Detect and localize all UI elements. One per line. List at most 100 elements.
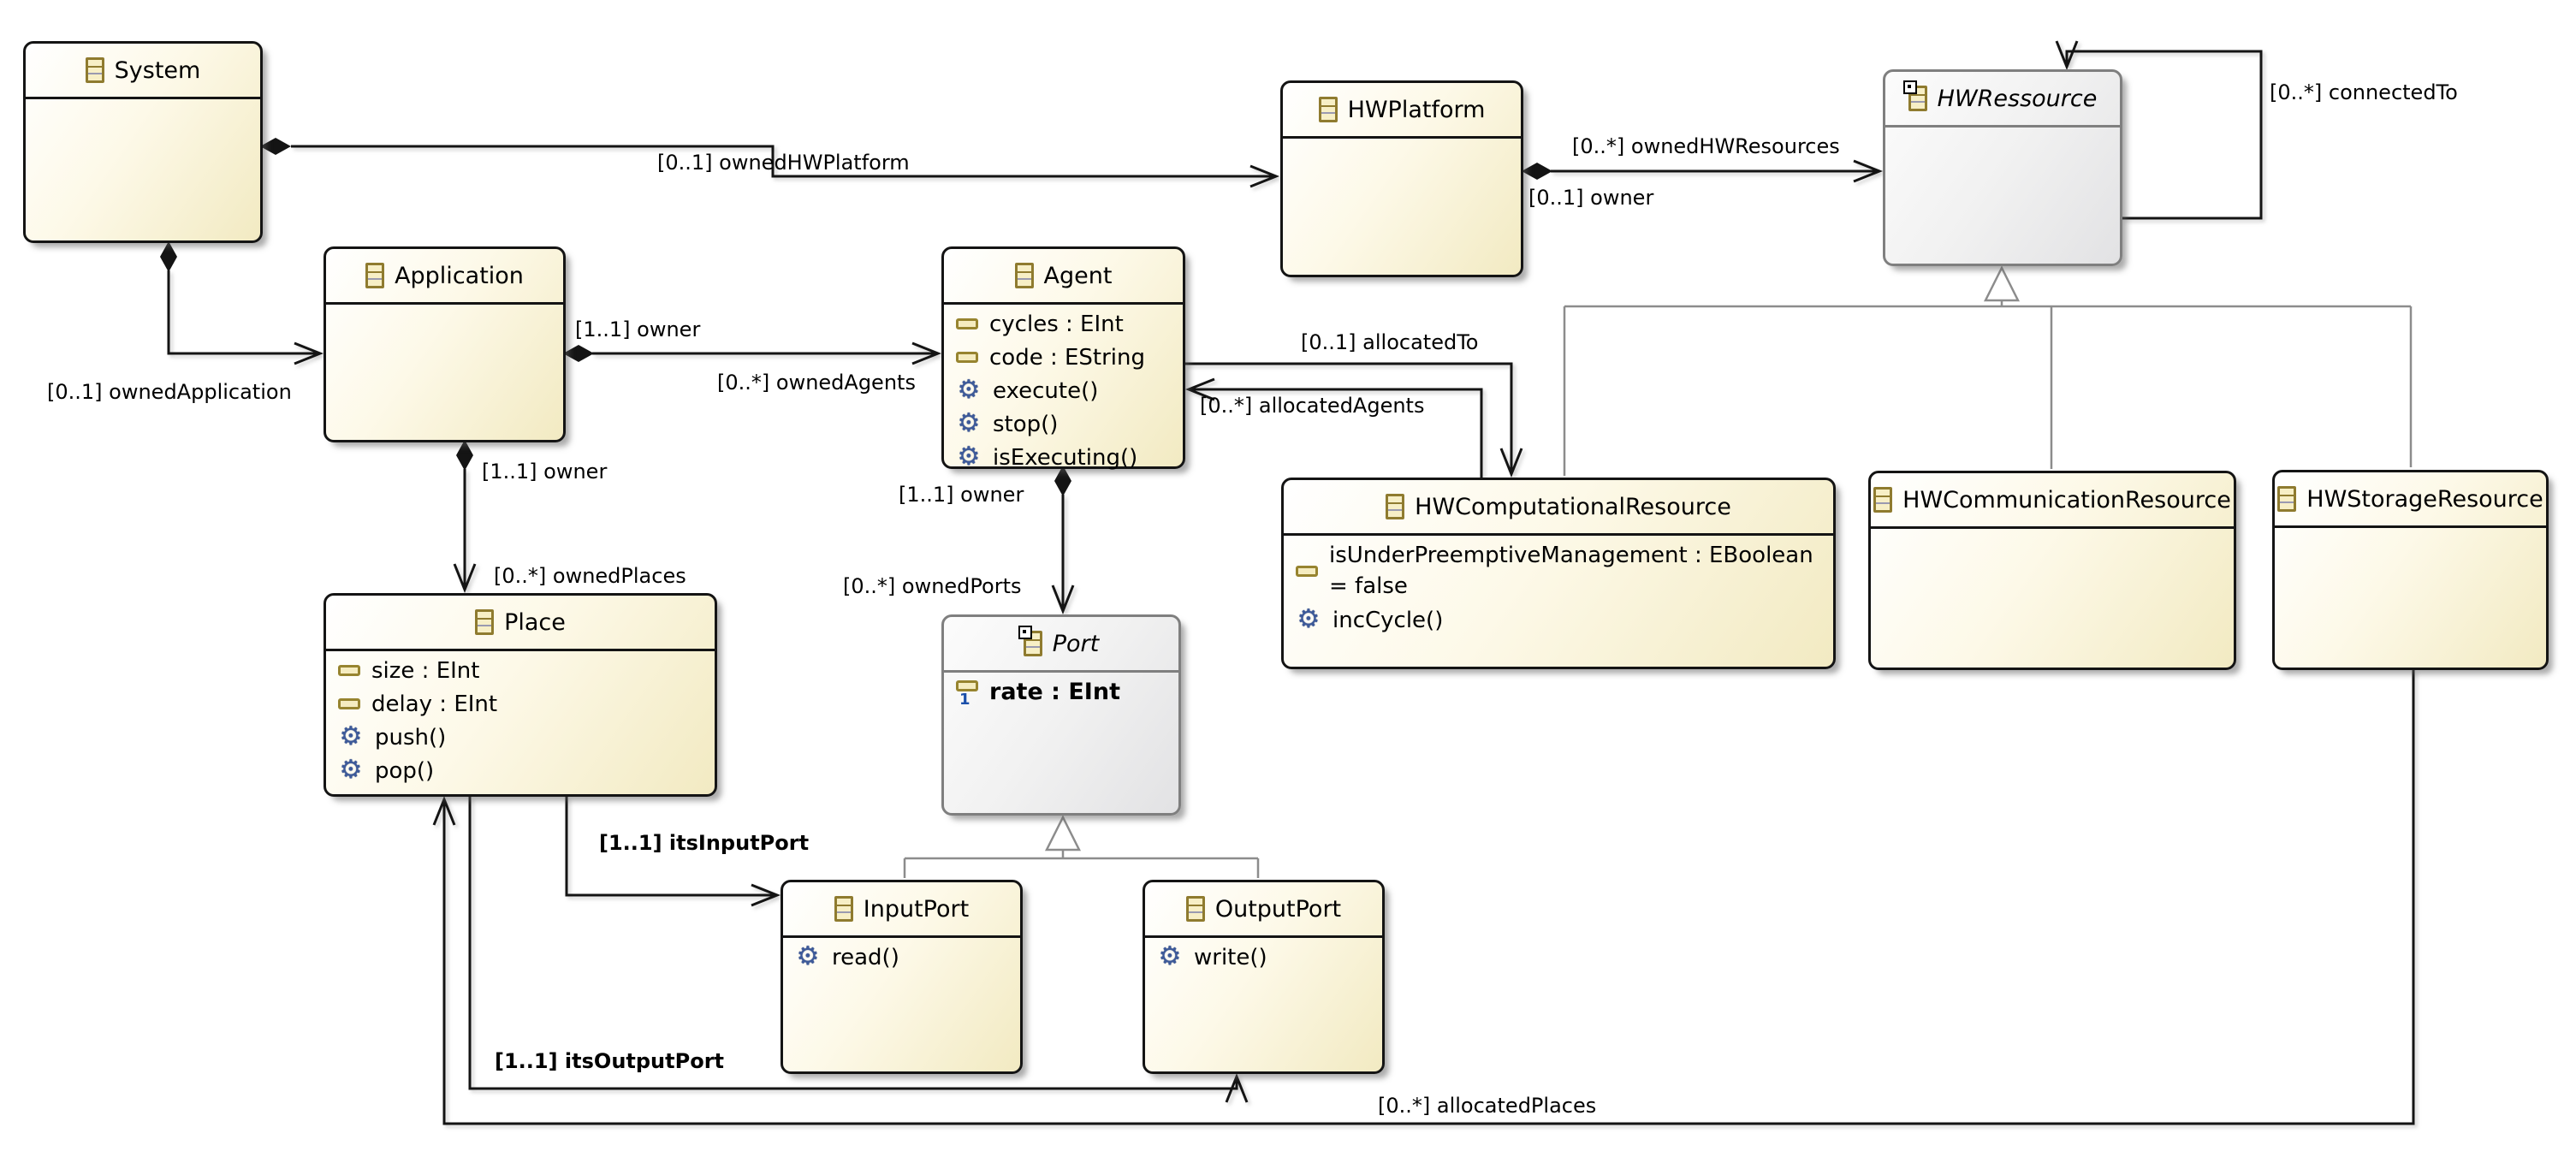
edge-label-ownedHWPlatform[interactable]: [0..1] ownedHWPlatform — [657, 151, 910, 175]
eclass-icon — [2277, 486, 2297, 512]
class-header: Application — [326, 249, 563, 305]
association-edges[interactable] — [167, 40, 2415, 1125]
operation-row[interactable]: stop() — [944, 407, 1183, 441]
gear-icon — [956, 411, 982, 437]
eclass-icon — [1185, 896, 1205, 922]
operation-text: incCycle() — [1333, 607, 1444, 633]
operation-text: isExecuting() — [993, 444, 1138, 471]
gear-icon — [795, 944, 821, 970]
attribute-row[interactable]: rate : EInt — [944, 675, 1178, 709]
eclass-icon — [1386, 494, 1405, 519]
class-title: System — [114, 56, 201, 84]
class-header: Port — [944, 617, 1178, 673]
eclass-icon — [85, 57, 104, 83]
class-port[interactable]: Port rate : EInt — [941, 614, 1181, 816]
class-application[interactable]: Application — [323, 246, 566, 442]
operation-row[interactable]: pop() — [326, 754, 715, 787]
arrowhead-ownedHWPlatform — [1249, 164, 1280, 188]
edge-label-ownedPlaces[interactable]: [0..*] ownedPlaces — [494, 564, 686, 588]
arrowhead-ownedAgents — [911, 341, 942, 365]
gear-icon — [1296, 607, 1321, 633]
class-header: HWPlatform — [1283, 83, 1521, 139]
class-hwcomputationalresource[interactable]: HWComputationalResource isUnderPreemptiv… — [1281, 478, 1836, 669]
abstract-eclass-icon — [1018, 626, 1042, 656]
class-title: HWStorageResource — [2306, 485, 2543, 513]
edge-generalization-hwressource[interactable] — [1563, 300, 2413, 476]
edge-label-allocatedAgents[interactable]: [0..*] allocatedAgents — [1200, 394, 1425, 418]
operation-row[interactable]: execute() — [944, 374, 1183, 407]
containment-diamonds — [160, 138, 1552, 496]
eclass-icon — [1014, 263, 1034, 288]
edge-label-itsInputPort[interactable]: [1..1] itsInputPort — [599, 831, 810, 855]
eattribute-icon — [956, 318, 978, 329]
attribute-text: size : EInt — [371, 657, 480, 684]
class-outputport[interactable]: OutputPort write() — [1143, 880, 1385, 1074]
class-system[interactable]: System — [23, 41, 263, 243]
class-header: HWRessource — [1885, 72, 2120, 128]
edge-label-owner-port[interactable]: [1..1] owner — [899, 483, 1024, 507]
operation-row[interactable]: read() — [783, 941, 1020, 974]
class-title: Place — [504, 608, 566, 636]
gear-icon — [956, 377, 982, 404]
gear-icon — [956, 444, 982, 471]
edge-generalization-port[interactable] — [903, 850, 1260, 878]
attribute-row[interactable]: cycles : EInt — [944, 307, 1183, 341]
class-title: InputPort — [863, 895, 970, 923]
edge-label-ownedApplication[interactable]: [0..1] ownedApplication — [47, 380, 292, 404]
attribute-row[interactable]: delay : EInt — [326, 687, 715, 721]
operation-row[interactable]: push() — [326, 721, 715, 754]
operation-row[interactable]: isExecuting() — [944, 441, 1183, 474]
gear-icon — [338, 757, 364, 784]
class-hwstorageresource[interactable]: HWStorageResource — [2272, 470, 2549, 670]
class-header: InputPort — [783, 882, 1020, 938]
class-inputport[interactable]: InputPort read() — [781, 880, 1023, 1074]
edge-ownedHWPlatform[interactable] — [291, 145, 1274, 178]
edge-label-owner-place[interactable]: [1..1] owner — [482, 460, 608, 484]
edge-label-itsOutputPort[interactable]: [1..1] itsOutputPort — [495, 1049, 724, 1073]
edge-allocatedPlaces[interactable] — [442, 670, 2415, 1125]
class-header: Place — [326, 596, 715, 651]
attribute-row[interactable]: isUnderPreemptiveManagement : EBoolean =… — [1284, 538, 1833, 603]
operation-text: pop() — [375, 757, 435, 784]
edge-itsInputPort[interactable] — [565, 797, 775, 897]
class-title: OutputPort — [1214, 895, 1342, 923]
edge-allocatedAgents[interactable] — [1190, 388, 1483, 478]
edge-itsOutputPort[interactable] — [468, 797, 1238, 1090]
edge-ownedApplication[interactable] — [167, 270, 318, 355]
class-hwplatform[interactable]: HWPlatform — [1280, 80, 1523, 277]
arrowhead-ownedPorts — [1051, 584, 1075, 615]
class-hwcommunicationresource[interactable]: HWCommunicationResource — [1868, 471, 2236, 670]
edge-label-allocatedPlaces[interactable]: [0..*] allocatedPlaces — [1378, 1094, 1597, 1118]
operation-row[interactable]: incCycle() — [1284, 603, 1833, 637]
class-members: size : EInt delay : EInt push() pop() — [326, 651, 715, 787]
eattribute-icon — [338, 698, 360, 709]
diamond-ownedHWPlatform — [260, 138, 291, 155]
attribute-row[interactable]: size : EInt — [326, 654, 715, 687]
eattribute-icon — [1296, 565, 1318, 577]
operation-text: stop() — [993, 411, 1059, 437]
arrowhead-allocatedTo — [1499, 448, 1523, 478]
arrowhead-allocatedAgents — [1184, 377, 1215, 401]
edge-connectedTo-selfloop[interactable] — [2065, 50, 2263, 220]
class-hwressource[interactable]: HWRessource — [1883, 69, 2122, 266]
edge-label-owner-agent[interactable]: [1..1] owner — [575, 317, 701, 341]
edge-label-owner-hwplatform[interactable]: [0..1] owner — [1528, 186, 1654, 210]
arrowhead-ownedPlaces — [453, 563, 477, 594]
edge-label-connectedTo[interactable]: [0..*] connectedTo — [2270, 80, 2458, 104]
eclass-icon — [365, 263, 385, 288]
edge-label-ownedAgents[interactable]: [0..*] ownedAgents — [717, 371, 916, 395]
class-agent[interactable]: Agent cycles : EInt code : EString execu… — [941, 246, 1185, 471]
class-place[interactable]: Place size : EInt delay : EInt push() po… — [323, 593, 717, 797]
edge-allocatedTo[interactable] — [1185, 362, 1513, 472]
operation-row[interactable]: write() — [1145, 941, 1382, 974]
gear-icon — [338, 724, 364, 751]
attribute-row[interactable]: code : EString — [944, 341, 1183, 374]
class-members: read() — [783, 938, 1020, 974]
generalization-edges[interactable] — [903, 265, 2413, 878]
arrowhead-connectedTo — [2055, 40, 2079, 71]
edge-label-ownedPorts[interactable]: [0..*] ownedPorts — [843, 574, 1022, 598]
attribute-text: rate : EInt — [989, 679, 1120, 705]
gear-icon — [1157, 944, 1183, 970]
edge-label-allocatedTo[interactable]: [0..1] allocatedTo — [1301, 330, 1479, 354]
edge-label-ownedHWResources[interactable]: [0..*] ownedHWResources — [1572, 134, 1840, 158]
